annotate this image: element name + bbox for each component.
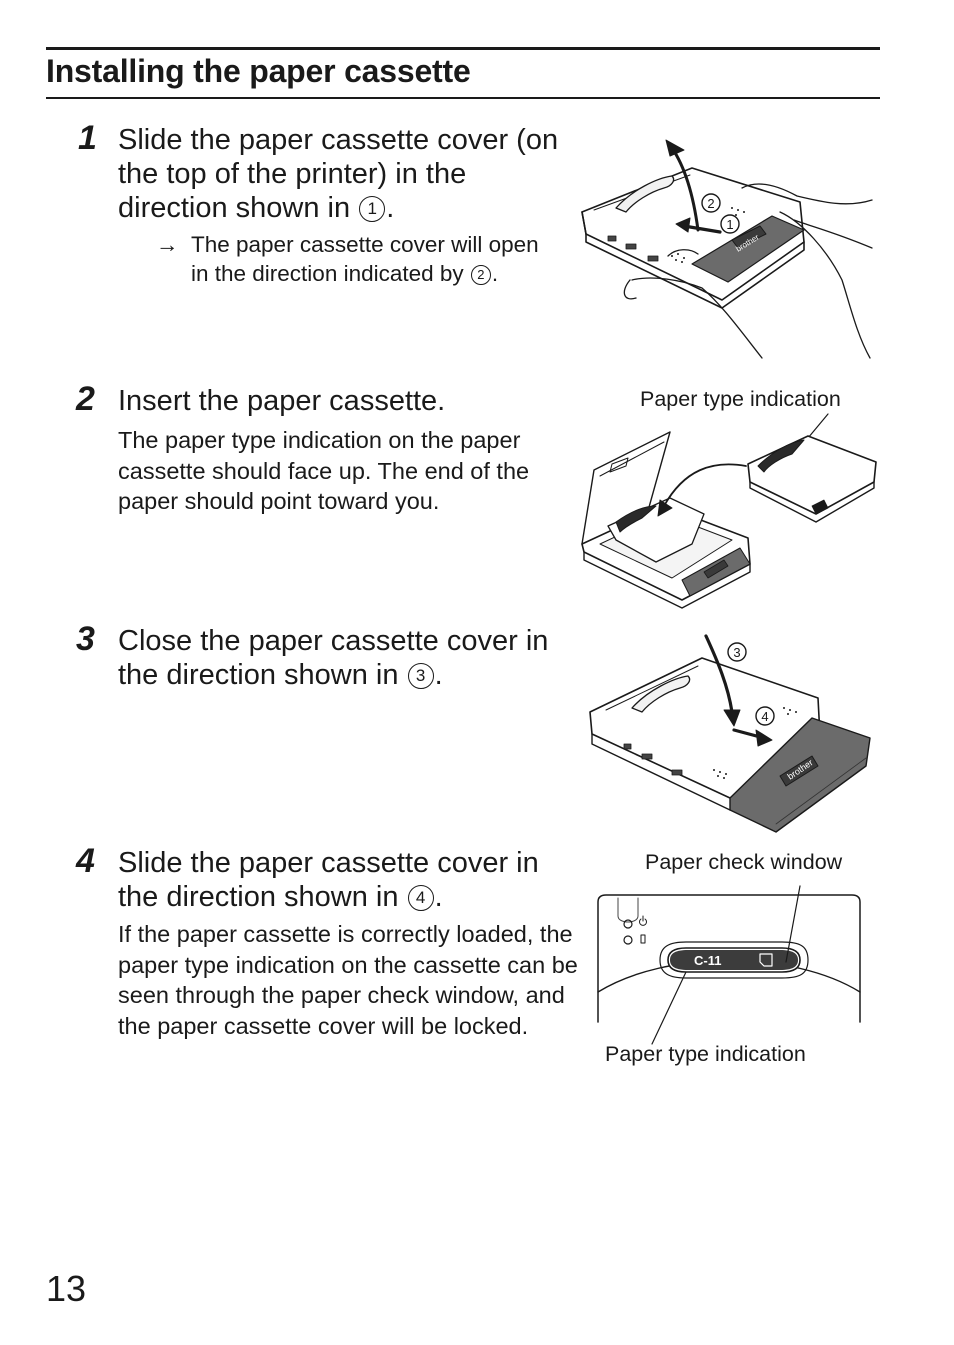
step-heading-text: Close the paper cassette cover in the di…	[118, 625, 549, 691]
page-title: Installing the paper cassette	[46, 53, 471, 89]
circled-number: 2	[470, 265, 491, 285]
result-note-text: The paper cassette cover will open in th…	[191, 230, 561, 288]
step-number: 4	[76, 842, 95, 880]
header-rule-bottom	[46, 97, 880, 99]
step-description: If the paper cassette is correctly loade…	[118, 921, 578, 1039]
figure-mark: 4	[761, 709, 768, 724]
step-heading-end: .	[434, 881, 443, 913]
step-heading-end: .	[434, 659, 443, 691]
label-paper-check-window: Paper check window	[645, 850, 843, 874]
step-heading-text: Slide the paper cassette cover (on the t…	[118, 124, 559, 224]
circled-number: 1	[359, 196, 386, 222]
step-heading: Insert the paper cassette.	[118, 385, 446, 417]
step-number: 2	[76, 380, 95, 418]
circled-number: 4	[407, 885, 434, 911]
step-description: The paper type indication on the paper c…	[118, 427, 530, 514]
figure-close-cover: 3 4 brother	[589, 634, 871, 833]
step-heading-end: .	[386, 192, 395, 224]
page-number: 13	[46, 1268, 87, 1309]
note-text: The paper cassette cover will open in th…	[191, 232, 539, 286]
step-heading: Slide the paper cassette cover (on the t…	[118, 123, 578, 225]
note-end: .	[491, 261, 499, 286]
step-number: 1	[78, 119, 97, 157]
window-text: C-11	[694, 953, 721, 968]
step-number: 3	[76, 620, 95, 658]
arrow-right-icon: →	[156, 232, 179, 257]
header-rule-top	[46, 47, 880, 50]
figure-paper-check-window: C-11	[597, 885, 861, 1045]
figure-open-cover: 2 1 brother	[581, 139, 873, 359]
circled-number: 3	[407, 663, 434, 689]
step-heading-text: Slide the paper cassette cover in the di…	[118, 847, 539, 913]
figure-mark: 3	[733, 645, 740, 660]
step-heading: Slide the paper cassette cover in the di…	[118, 846, 578, 914]
step-heading: Close the paper cassette cover in the di…	[118, 624, 578, 692]
label-paper-type-indication: Paper type indication	[605, 1042, 806, 1066]
figure-mark: 1	[726, 217, 733, 232]
figure-insert-cassette	[581, 413, 877, 609]
figure-mark: 2	[707, 196, 714, 211]
label-paper-type-indication: Paper type indication	[640, 387, 841, 411]
